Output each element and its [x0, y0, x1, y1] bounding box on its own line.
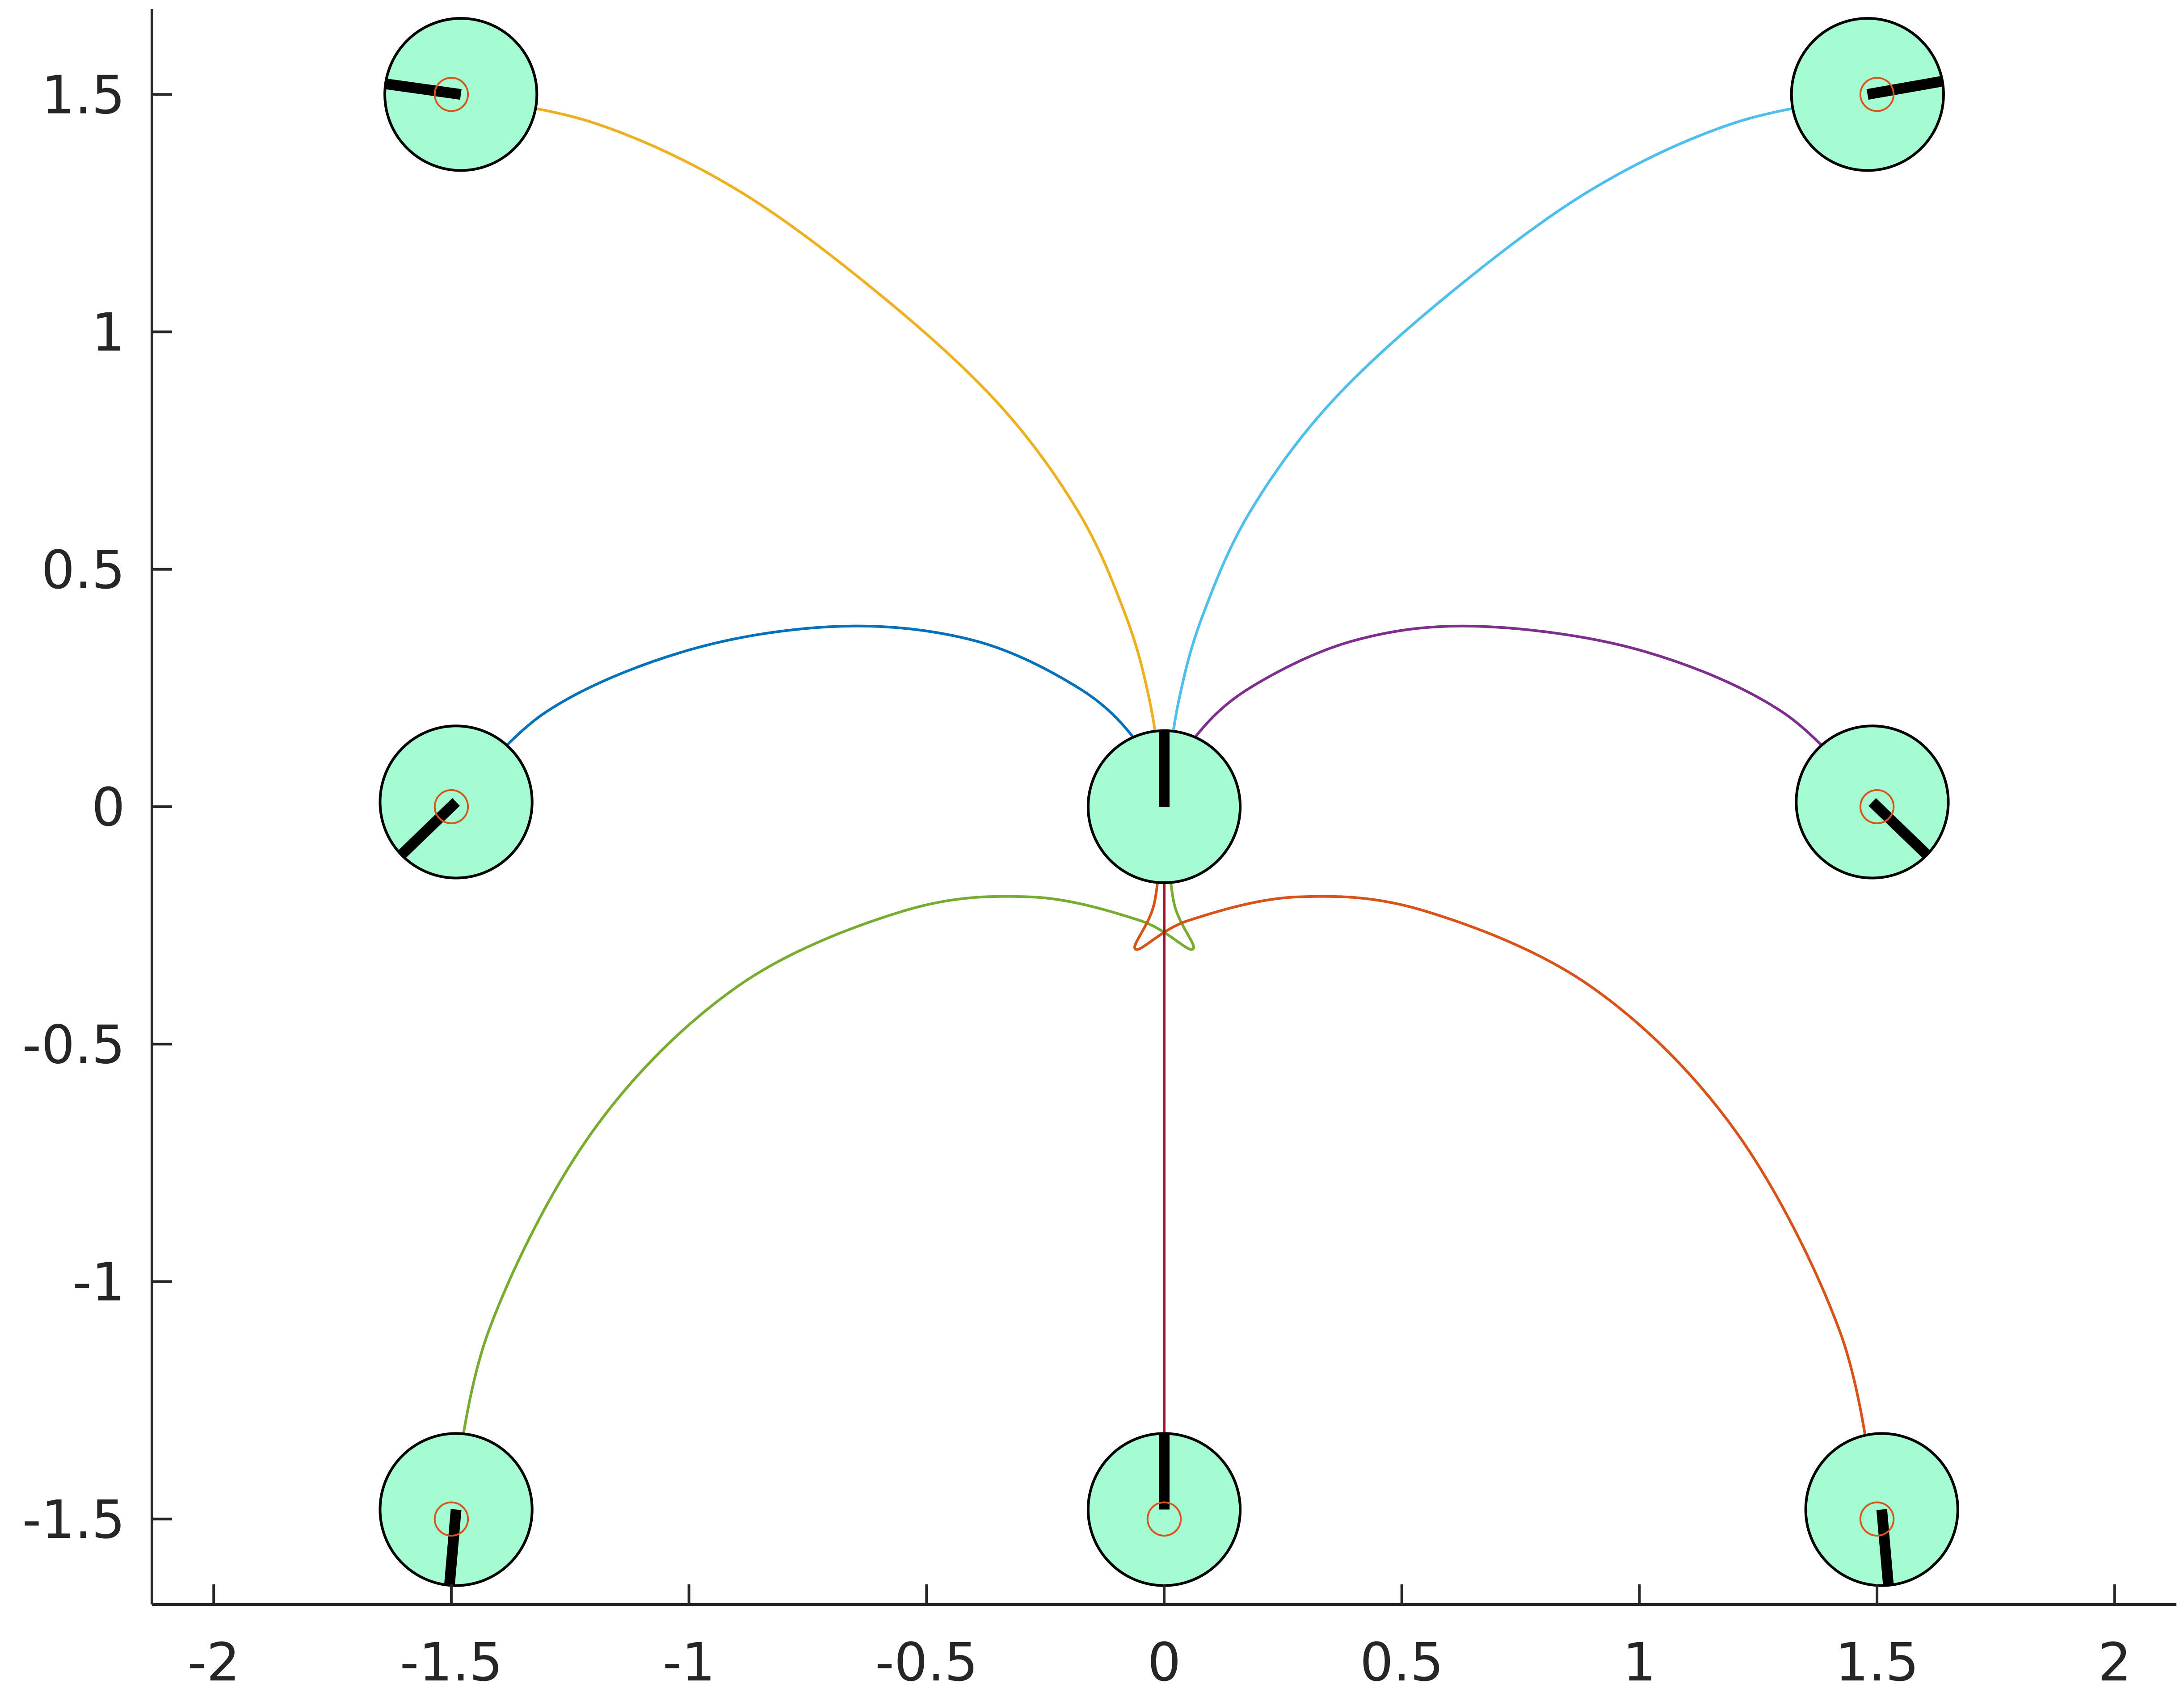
trajectory-line-1 [451, 93, 1166, 798]
trajectory-line-4 [1163, 624, 1878, 808]
x-tick-label: 0.5 [1360, 1631, 1444, 1693]
trajectory-line-2 [1163, 93, 1877, 798]
target-marker-5 [433, 1501, 469, 1537]
y-tick-layer: -1.5 -1 -0.5 0 0.5 1 1.5 [22, 64, 172, 1550]
trajectory-layer [450, 93, 1879, 1510]
trajectory-line-5 [450, 806, 1195, 1510]
robot-heading-2 [1866, 76, 1944, 100]
robot-heading-5 [1868, 798, 1931, 859]
target-marker-6 [1146, 1501, 1182, 1537]
x-tick-label: -2 [187, 1631, 240, 1693]
robot-layer [379, 17, 1959, 1587]
target-marker-2 [1859, 77, 1895, 112]
target-marker-4 [1859, 789, 1895, 825]
target-marker-1 [433, 77, 469, 112]
x-tick-label: 1.5 [1835, 1631, 1919, 1693]
y-tick-label: -1 [72, 1251, 125, 1313]
y-tick-label: 1 [92, 302, 125, 363]
target-marker-3 [433, 789, 469, 825]
x-tick-label: -1 [663, 1631, 715, 1693]
x-tick-label: 0 [1147, 1631, 1181, 1693]
x-tick-label: 2 [2098, 1631, 2131, 1693]
target-marker-7 [1859, 1501, 1895, 1537]
x-tick-label: -1.5 [400, 1631, 503, 1693]
robot-heading-8 [1876, 1509, 1894, 1586]
x-tick-label: -0.5 [875, 1631, 978, 1693]
robot-heading-6 [444, 1509, 462, 1586]
robot-heading-3 [397, 798, 460, 859]
y-tick-label: 1.5 [41, 64, 125, 126]
robot-heading-1 [385, 78, 462, 100]
x-tick-label: 1 [1623, 1631, 1656, 1693]
x-tick-layer: -2 -1.5 -1 -0.5 0 0.5 1 1.5 2 [187, 1584, 2131, 1693]
y-tick-label: -1.5 [22, 1489, 125, 1550]
trajectory-line-6 [1133, 806, 1879, 1510]
trajectory-line-3 [450, 624, 1166, 808]
target-layer [433, 77, 1895, 1537]
y-tick-label: 0 [92, 776, 125, 838]
y-tick-label: -0.5 [22, 1014, 125, 1075]
y-tick-label: 0.5 [41, 539, 125, 601]
